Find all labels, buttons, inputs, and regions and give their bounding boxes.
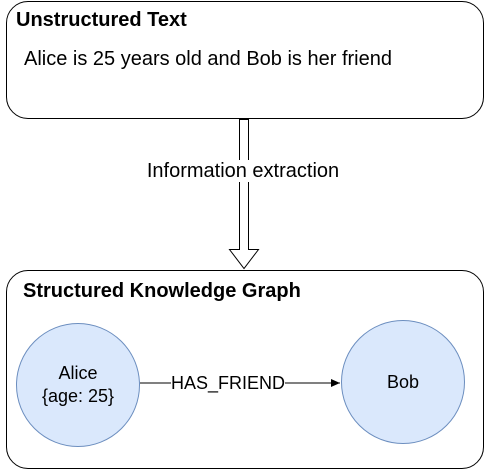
panel-title: Unstructured Text [16, 9, 187, 31]
double-arrow-shape [228, 119, 260, 270]
node-bob[interactable]: Bob [341, 320, 465, 444]
node-alice-name: Alice [58, 363, 98, 383]
knowledge-graph-panel: Structured Knowledge Graph Alice {age: 2… [6, 270, 484, 469]
unstructured-text-panel: Unstructured Text Alice is 25 years old … [6, 1, 484, 119]
edge-label: HAS_FRIEND [171, 372, 286, 394]
node-bob-name: Bob [386, 371, 420, 392]
node-alice[interactable]: Alice {age: 25} [16, 323, 140, 447]
extraction-label-text: Information extraction [144, 160, 342, 182]
extraction-label: Information extraction [0, 159, 486, 183]
node-alice-property: {age: 25} [41, 386, 115, 406]
unstructured-sentence: Alice is 25 years old and Bob is her fri… [24, 48, 392, 70]
panel-title: Structured Knowledge Graph [23, 280, 301, 302]
